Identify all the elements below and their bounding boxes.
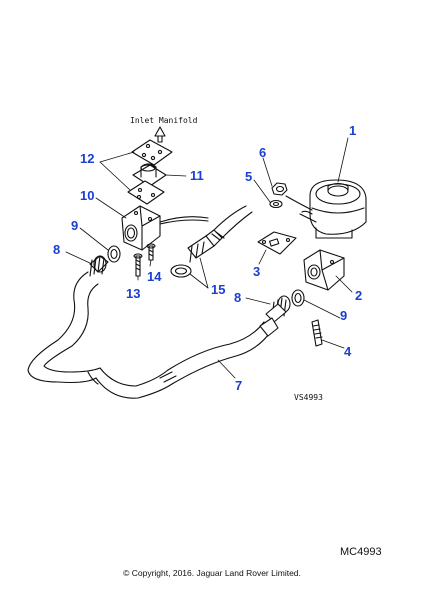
union-8-right (265, 295, 291, 323)
egr-valve-1 (299, 179, 367, 239)
callout-9-right: 9 (340, 308, 347, 323)
washer-15 (170, 264, 192, 278)
washer-5 (269, 199, 283, 209)
union-8-left (89, 255, 109, 277)
bolt-13 (133, 253, 143, 277)
copyright-notice: © Copyright, 2016. Jaguar Land Rover Lim… (123, 568, 301, 578)
adaptor-2 (303, 249, 345, 291)
elbow-10 (121, 205, 209, 251)
callout-12: 12 (80, 151, 94, 166)
drawing-id: MC4993 (340, 546, 382, 558)
manifold-arrow (154, 126, 166, 143)
callout-4: 4 (344, 344, 352, 359)
fitting-15 (187, 205, 253, 263)
hose-7 (27, 271, 279, 399)
callout-6: 6 (259, 145, 266, 160)
callout-1: 1 (349, 123, 356, 138)
washer-9-left (107, 245, 121, 263)
bolt-14 (146, 243, 156, 261)
stud-4 (311, 319, 323, 347)
leader-lines (65, 137, 353, 379)
adaptor-11 (132, 163, 167, 187)
leader-line-egr (285, 195, 313, 211)
gasket-12-lower (127, 180, 165, 205)
gasket-3 (257, 231, 297, 255)
manifold-label: Inlet Manifold (130, 116, 198, 125)
callout-9-left: 9 (71, 218, 78, 233)
callout-3: 3 (253, 264, 260, 279)
nut-6 (271, 182, 288, 196)
gasket-12 (131, 139, 173, 166)
callout-8-left: 8 (53, 242, 60, 257)
callout-8-right: 8 (234, 290, 241, 305)
callout-11: 11 (190, 168, 204, 183)
washer-9-right (291, 289, 305, 307)
callout-13: 13 (126, 286, 140, 301)
callout-15: 15 (211, 282, 225, 297)
callout-5: 5 (245, 169, 252, 184)
callout-2: 2 (355, 288, 362, 303)
callout-7: 7 (235, 378, 242, 393)
callout-10: 10 (80, 188, 94, 203)
callout-14: 14 (147, 269, 162, 284)
vs-code-label: VS4993 (294, 393, 323, 402)
